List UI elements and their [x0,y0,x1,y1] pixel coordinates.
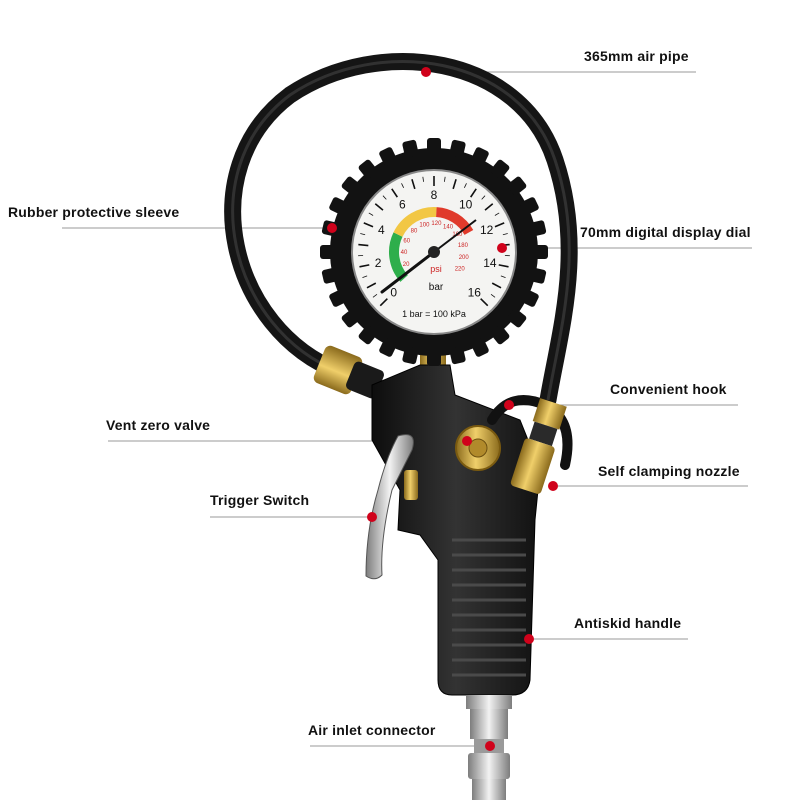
marker-vent-valve [462,436,472,446]
bar-scale-label: 14 [483,256,497,270]
label-air-pipe: 365mm air pipe [584,48,689,64]
psi-scale-label: 40 [401,250,408,256]
bar-scale-label: 16 [468,285,482,299]
bar-scale-label: 4 [378,223,385,237]
marker-inlet [485,741,495,751]
bar-scale-label: 12 [480,223,494,237]
bar-scale-label: 2 [375,256,382,270]
psi-scale-label: 180 [458,243,469,249]
sleeve-tooth [427,138,441,154]
psi-scale-label: 120 [431,221,442,227]
dial-conversion: 1 bar = 100 kPa [402,309,466,319]
marker-air-pipe [421,67,431,77]
bar-scale-label: 0 [390,285,397,299]
psi-scale-label: 220 [455,266,466,272]
psi-scale-label: 100 [419,223,430,229]
marker-display-dial [497,243,507,253]
label-display-dial: 70mm digital display dial [580,224,751,240]
psi-scale-label: 200 [459,255,470,261]
label-rubber-sleeve: Rubber protective sleeve [8,204,179,220]
psi-scale-label: 140 [443,224,454,230]
marker-rubber-sleeve [327,223,337,233]
marker-hook [504,400,514,410]
marker-handle [524,634,534,644]
dial-unit-bar: bar [429,282,444,293]
label-nozzle: Self clamping nozzle [598,463,740,479]
sleeve-tooth [320,245,336,259]
sleeve-tooth [427,350,441,366]
marker-nozzle [548,481,558,491]
bar-scale-label: 8 [431,188,438,202]
psi-scale-label: 60 [403,238,410,244]
bar-scale-label: 6 [399,198,406,212]
psi-scale-label: 20 [403,262,410,268]
label-vent-valve: Vent zero valve [106,417,210,433]
label-hook: Convenient hook [610,381,727,397]
label-inlet: Air inlet connector [308,722,435,738]
label-trigger: Trigger Switch [210,492,309,508]
sleeve-tooth [532,245,548,259]
label-handle: Antiskid handle [574,615,681,631]
psi-scale-label: 80 [411,229,418,235]
dial-unit-psi: psi [430,264,442,274]
bar-scale-label: 10 [459,198,473,212]
dial-tick [358,245,368,246]
marker-trigger [367,512,377,522]
